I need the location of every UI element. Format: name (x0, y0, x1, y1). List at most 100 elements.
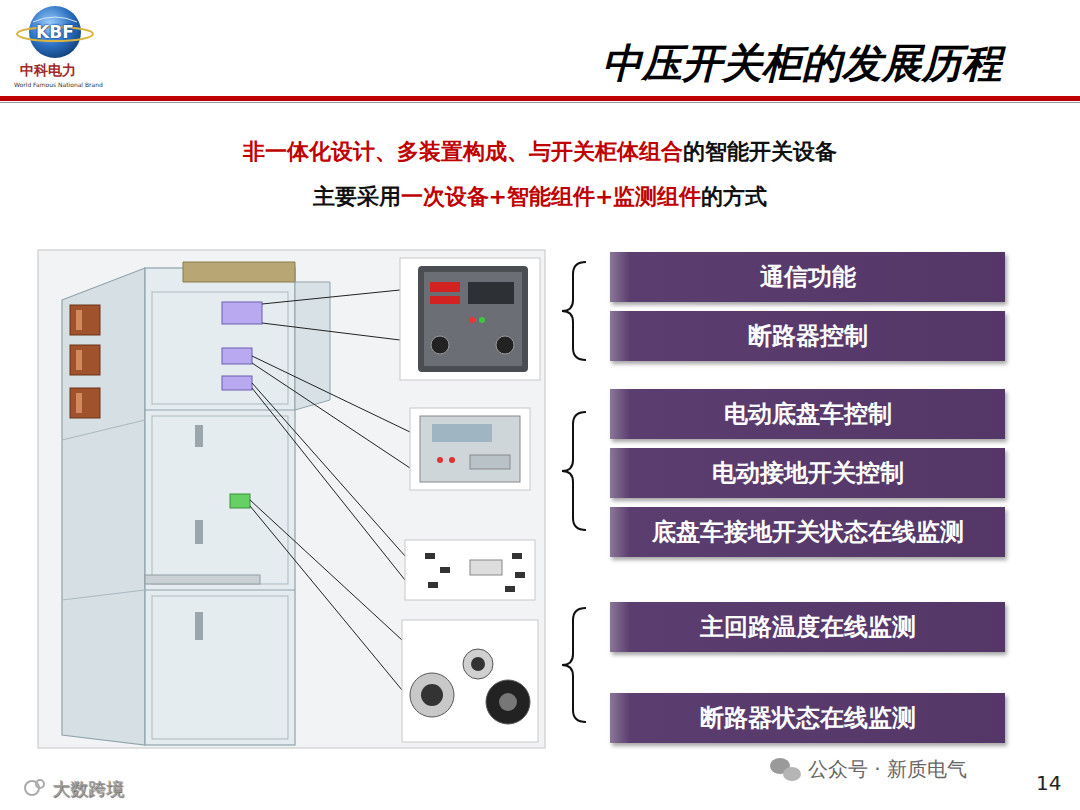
function-band: 断路器状态在线监测 (610, 693, 1005, 743)
page-number: 14 (1036, 771, 1061, 795)
controller-photo-part (479, 317, 485, 323)
band-label: 电动底盘车控制 (724, 398, 892, 430)
encoder-photo-part (471, 657, 485, 671)
sensor-photo-part (470, 560, 502, 575)
watermark-icon-part (36, 780, 44, 788)
cabinet-drawing-part (195, 425, 203, 447)
band-label: 通信功能 (760, 261, 856, 293)
leader-lines-part (250, 506, 402, 690)
sensor-photo-part (440, 567, 450, 573)
band-label: 主回路温度在线监测 (700, 611, 916, 643)
encoder-photo-part (486, 680, 530, 724)
protection-device-photo-part (470, 455, 510, 469)
sensor-photo-part (515, 572, 525, 578)
controller-photo-part (424, 272, 522, 366)
encoder-photo-part (463, 649, 493, 679)
cabinet-drawing-part (62, 268, 145, 745)
cabinet-drawing-part (152, 292, 288, 404)
bracket (562, 262, 586, 722)
function-band: 电动接地开关控制 (610, 448, 1005, 498)
encoder-photo-part (402, 620, 538, 742)
controller-photo-part (418, 266, 528, 372)
protection-device-photo (410, 408, 530, 490)
cabinet-drawing-part (70, 388, 100, 418)
cabinet-drawing-part (76, 393, 82, 413)
function-band: 底盘车接地开关状态在线监测 (610, 507, 1005, 557)
controller-photo (400, 258, 540, 380)
cabinet-drawing-part (183, 262, 295, 282)
cabinet-panel (38, 250, 545, 748)
protection-device-photo-part (449, 457, 455, 463)
controller-photo-part (430, 282, 460, 292)
cabinet-drawing-part (152, 416, 288, 584)
cabinet-drawing-part (62, 420, 145, 440)
subtitle-line: 主要采用一次设备+智能组件+监测组件的方式 (0, 182, 1080, 212)
sensor-photo (405, 540, 535, 600)
controller-photo-part (430, 296, 460, 304)
band-label: 底盘车接地开关状态在线监测 (652, 516, 964, 548)
cabinet-drawing-part (62, 590, 145, 600)
encoder-photo-part (410, 673, 454, 717)
leader-lines-part (262, 323, 400, 340)
band-label: 断路器状态在线监测 (700, 702, 916, 734)
leader-lines-part (252, 388, 405, 580)
function-band: 断路器控制 (610, 311, 1005, 361)
header-rule-part (0, 96, 1080, 101)
cabinet-drawing-part (222, 348, 252, 364)
function-band: 电动底盘车控制 (610, 389, 1005, 439)
header-rule-part (0, 102, 1080, 103)
cabinet-drawing-part (76, 310, 82, 330)
cabinet-drawing-part (145, 268, 295, 745)
protection-device-photo-part (432, 424, 492, 442)
subtitle-line: 非一体化设计、多装置构成、与开关柜体组合的智能开关设备 (0, 137, 1080, 167)
logo-mark: KBF (36, 22, 74, 42)
sensor-photo-part (505, 586, 515, 592)
subtitle-text: 的方式 (701, 184, 767, 209)
cabinet-drawing-part (76, 350, 82, 370)
sensor-photo-part (405, 540, 535, 600)
controller-photo-part (496, 336, 514, 354)
logo-globe-part (33, 17, 77, 22)
controller-photo-part (400, 258, 540, 380)
cabinet-drawing-part (145, 589, 295, 590)
encoder-photo-part (499, 693, 517, 711)
cabinet-drawing-part (70, 305, 100, 335)
slide-title: 中压开关柜的发展历程 (602, 36, 1002, 91)
protection-device-photo-part (420, 416, 520, 482)
bracket-part (562, 608, 586, 722)
header-rule (0, 96, 1080, 103)
subtitle-text: 非一体化设计、多装置构成、与开关柜体组合 (243, 139, 683, 164)
leader-lines-part (252, 383, 405, 556)
cabinet-drawing-part (230, 494, 250, 508)
cabinet-drawing-part (70, 345, 100, 375)
cabinet-drawing-part (195, 520, 203, 544)
function-band: 主回路温度在线监测 (610, 602, 1005, 652)
bracket-part (562, 262, 586, 360)
wechat-icon-part (783, 767, 801, 781)
protection-device-photo-part (437, 457, 443, 463)
cabinet-drawing-part (145, 575, 260, 584)
leader-lines-part (250, 500, 402, 640)
subtitle-text: 的智能开关设备 (683, 139, 837, 164)
protection-device-photo-part (410, 408, 530, 490)
bracket-part (562, 412, 586, 530)
sensor-photo-part (512, 553, 522, 559)
watermark: 公众号 · 新质电气 (808, 756, 967, 783)
sensor-photo-part (428, 582, 438, 588)
controller-photo-part (431, 336, 449, 354)
cabinet-drawing-part (222, 376, 252, 390)
watermark: 大数跨境 (52, 777, 124, 801)
sensor-photo-part (425, 553, 435, 559)
logo-slogan: World Famous National Brand (14, 81, 103, 88)
leader-lines-part (262, 290, 400, 304)
band-label: 电动接地开关控制 (712, 457, 904, 489)
controller-photo-part (469, 317, 475, 323)
watermark-icon (25, 780, 44, 795)
band-label: 断路器控制 (748, 320, 868, 352)
controller-photo-part (468, 282, 514, 304)
leader-lines (250, 290, 410, 690)
cabinet-drawing (62, 262, 330, 745)
leader-lines-part (252, 363, 410, 468)
cabinet-drawing-part (145, 409, 295, 410)
